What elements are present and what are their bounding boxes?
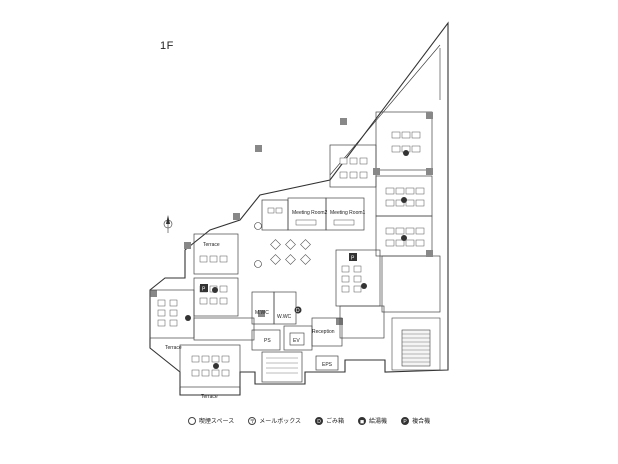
trash-icon: D	[315, 416, 324, 425]
multifunction-printer-icon: P	[401, 416, 410, 425]
office-block-right	[329, 111, 441, 313]
legend-label-water-heater: 給湯機	[369, 419, 388, 425]
printer-symbol-left: P	[202, 287, 206, 293]
legend-item-trash: D ごみ箱	[315, 416, 344, 425]
lounge-tables	[270, 239, 311, 265]
mailbox-marker	[254, 222, 262, 230]
meeting-tables	[267, 207, 355, 226]
office-block-left	[149, 233, 255, 388]
legend-label-mailbox: メールボックス	[259, 419, 302, 425]
printer-marker-left	[200, 284, 208, 292]
terrace-bottom-label: Terrace	[201, 394, 218, 400]
legend: 喫煙スペース 〒 メールボックス D ごみ箱 ◼ 給湯機 P 複合機	[0, 416, 618, 425]
printer-symbol-mid: P	[351, 256, 355, 262]
eps-label: EPS	[322, 362, 333, 368]
trash-marker	[294, 306, 302, 314]
legend-item-printer: P 複合機	[401, 416, 430, 425]
legend-label-printer: 複合機	[412, 419, 431, 425]
core-stair-treads	[266, 357, 298, 374]
meeting-rooms	[261, 197, 365, 231]
mailbox-icon: 〒	[248, 416, 257, 425]
water-heater-icon: ◼	[358, 416, 367, 425]
ps-label: PS	[264, 338, 271, 344]
ev-label: EV	[293, 338, 300, 344]
legend-label-smoking: 喫煙スペース	[198, 419, 235, 425]
floor-plan: Meeting Room2 Meeting Room1 P	[149, 21, 449, 400]
equipment-markers-right	[401, 150, 409, 241]
core-block	[251, 291, 343, 383]
reception-label: Reception	[312, 329, 335, 335]
terrace-upper-label: Terrace	[203, 242, 220, 248]
floor-label: 1F	[160, 40, 174, 52]
meeting-room-2-label: Meeting Room2	[292, 210, 328, 216]
terrace-left-label: Terrace	[165, 345, 182, 351]
legend-item-water-heater: ◼ 給湯機	[358, 416, 387, 425]
w-wc-label: W.WC	[277, 314, 292, 320]
north-arrow-icon	[163, 215, 173, 233]
desk-group-right	[339, 131, 425, 247]
elevator-car	[289, 332, 305, 346]
stair-block-right	[391, 317, 441, 371]
trash-symbol: D	[296, 308, 300, 314]
mailbox-marker-2	[254, 260, 262, 268]
column-pillars	[150, 112, 433, 325]
equipment-marker-mid	[361, 283, 367, 289]
legend-item-smoking: 喫煙スペース	[187, 416, 235, 425]
equipment-markers-left	[185, 287, 219, 369]
legend-item-mailbox: 〒 メールボックス	[248, 416, 301, 425]
m-wc-label: M.WC	[255, 310, 269, 316]
smoking-space-icon	[187, 416, 196, 425]
office-block-mid	[335, 249, 385, 339]
legend-label-trash: ごみ箱	[326, 419, 345, 425]
meeting-room-1-label: Meeting Room1	[330, 210, 366, 216]
desk-group-mid	[341, 265, 362, 293]
printer-marker-mid	[349, 253, 357, 261]
outer-wall	[149, 21, 449, 396]
